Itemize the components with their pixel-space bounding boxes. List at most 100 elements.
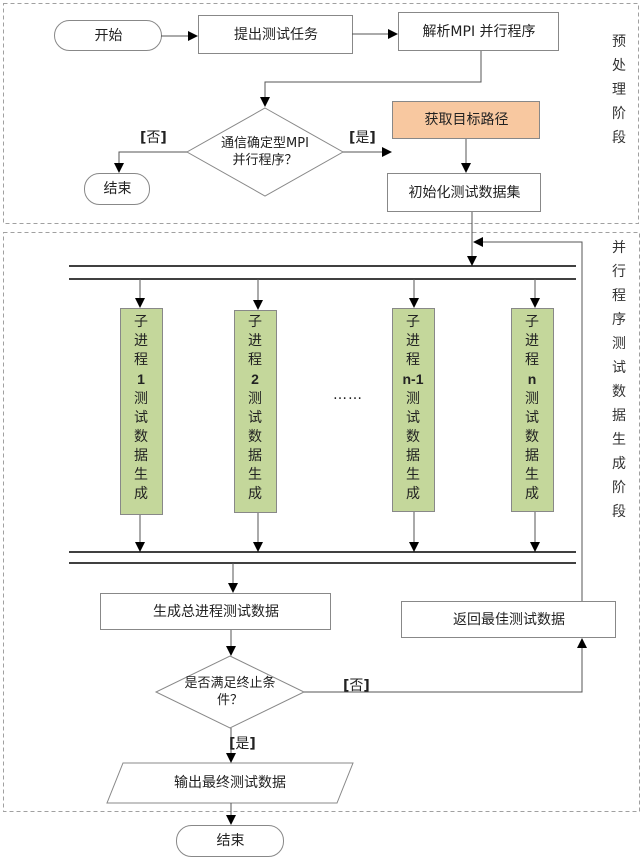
- mpi-decision-diamond: [185, 107, 345, 197]
- subprocess-char: 试: [525, 410, 539, 426]
- phase-char: 成: [612, 456, 626, 472]
- subprocess-char: 进: [406, 333, 420, 349]
- subprocess-char: 程: [406, 352, 420, 368]
- subprocess-box-n: [511, 308, 554, 512]
- generate-total-box: [100, 593, 331, 630]
- arrow-parse-to-decision: [260, 51, 482, 107]
- mpi-no-guard: [否]: [140, 130, 167, 146]
- subprocess-char: 测: [525, 391, 539, 407]
- generation-phase-label: 并行程序测试数据生成阶段: [610, 236, 628, 524]
- subprocess-char: 程: [134, 352, 148, 368]
- parse-program-label: 解析MPI 并行程序: [422, 23, 536, 40]
- init-dataset-label: 初始化测试数据集: [408, 184, 521, 201]
- phase-char: 试: [612, 360, 626, 376]
- subprocess-char: 子: [406, 314, 420, 330]
- subprocess-char: 数: [248, 429, 262, 445]
- subprocess-char: 成: [134, 486, 148, 502]
- subprocess-char: 生: [525, 467, 539, 483]
- parse-program-box: [398, 12, 559, 51]
- subprocess-char: 成: [525, 486, 539, 502]
- arrow-decision-no: [114, 151, 187, 173]
- connectors: [114, 29, 587, 825]
- phase-char: 段: [612, 504, 626, 520]
- preprocess-phase-region: [3, 3, 639, 224]
- end-top-terminal: [84, 173, 150, 205]
- phase-char: 据: [612, 408, 626, 424]
- stop-no-text: 否: [349, 678, 364, 694]
- subprocess-char: 数: [134, 429, 148, 445]
- subprocess-char: 数: [406, 429, 420, 445]
- subprocess-char: 数: [525, 429, 539, 445]
- mpi-no-text: 否: [146, 130, 161, 146]
- ellipsis-label: ……: [333, 386, 363, 403]
- phase-char: 并: [612, 240, 626, 256]
- subprocess-char: 据: [134, 448, 148, 464]
- subprocess-char: 测: [134, 391, 148, 407]
- subprocess-char: 子: [525, 314, 539, 330]
- stop-decision-diamond: [154, 655, 306, 729]
- generation-phase-region: [3, 232, 640, 812]
- phase-char: 生: [612, 432, 626, 448]
- subprocess-char: 成: [248, 486, 262, 502]
- subprocess-char: 试: [406, 410, 420, 426]
- propose-task-label: 提出测试任务: [234, 26, 318, 43]
- subprocess-id: n: [527, 371, 537, 387]
- output-final-label: 输出最终测试数据: [174, 774, 286, 791]
- stop-no-guard: [否]: [343, 678, 370, 694]
- subprocess-char: 生: [248, 467, 262, 483]
- return-best-label: 返回最佳测试数据: [453, 611, 565, 628]
- subprocess-char: 测: [406, 391, 420, 407]
- subprocess-char: 据: [406, 448, 420, 464]
- subprocess-char: 生: [406, 467, 420, 483]
- subprocess-char: 子: [134, 314, 148, 330]
- subprocess-char: 试: [248, 410, 262, 426]
- phase-char: 处: [612, 58, 626, 74]
- subprocess-char: 成: [406, 486, 420, 502]
- stop-yes-text: 是: [235, 736, 250, 752]
- mpi-yes-text: 是: [355, 130, 370, 146]
- mpi-decision-label: 通信确定型MPI 并行程序？: [195, 132, 335, 172]
- phase-char: 阶: [612, 106, 626, 122]
- target-path-box: [392, 101, 540, 139]
- init-dataset-box: [387, 173, 541, 212]
- subprocess-char: 程: [248, 352, 262, 368]
- arrow-stop-no: [304, 638, 587, 693]
- subprocess-id: 2: [251, 371, 259, 387]
- phase-char: 理: [612, 82, 626, 98]
- subprocess-box-2: [234, 310, 277, 513]
- target-path-label: 获取目标路径: [424, 112, 509, 128]
- subprocess-char: 据: [248, 448, 262, 464]
- mpi-decision-line1: 通信确定型MPI: [221, 136, 309, 151]
- phase-char: 阶: [612, 480, 626, 496]
- subprocess-char: 试: [134, 410, 148, 426]
- arrow-return-loop: [473, 237, 583, 601]
- subprocess-char: 子: [248, 314, 262, 330]
- output-final-parallelogram: [106, 762, 354, 804]
- end-bottom-terminal: [176, 825, 284, 857]
- return-best-box: [401, 601, 616, 638]
- stop-decision-line2: 件？: [216, 693, 243, 708]
- subprocess-id: 1: [137, 371, 145, 387]
- subprocess-box-n-1: [392, 308, 435, 512]
- preprocess-phase-label: 预处理阶段: [610, 30, 628, 150]
- subprocess-box-1: [120, 308, 163, 515]
- propose-task-box: [198, 15, 353, 54]
- phase-char: 数: [612, 384, 626, 400]
- start-label: 开始: [94, 27, 123, 44]
- phase-char: 段: [612, 130, 626, 146]
- phase-char: 程: [612, 288, 626, 304]
- subprocess-char: 进: [134, 333, 148, 349]
- mpi-yes-guard: [是]: [349, 130, 376, 146]
- subprocess-char: 程: [525, 352, 539, 368]
- subprocess-char: 进: [525, 333, 539, 349]
- mpi-decision-line2: 并行程序？: [232, 153, 298, 168]
- end-top-label: 结束: [103, 181, 132, 197]
- generate-total-label: 生成总进程测试数据: [153, 603, 279, 620]
- subprocess-char: 据: [525, 448, 539, 464]
- phase-char: 预: [612, 34, 626, 50]
- end-bottom-label: 结束: [216, 833, 245, 849]
